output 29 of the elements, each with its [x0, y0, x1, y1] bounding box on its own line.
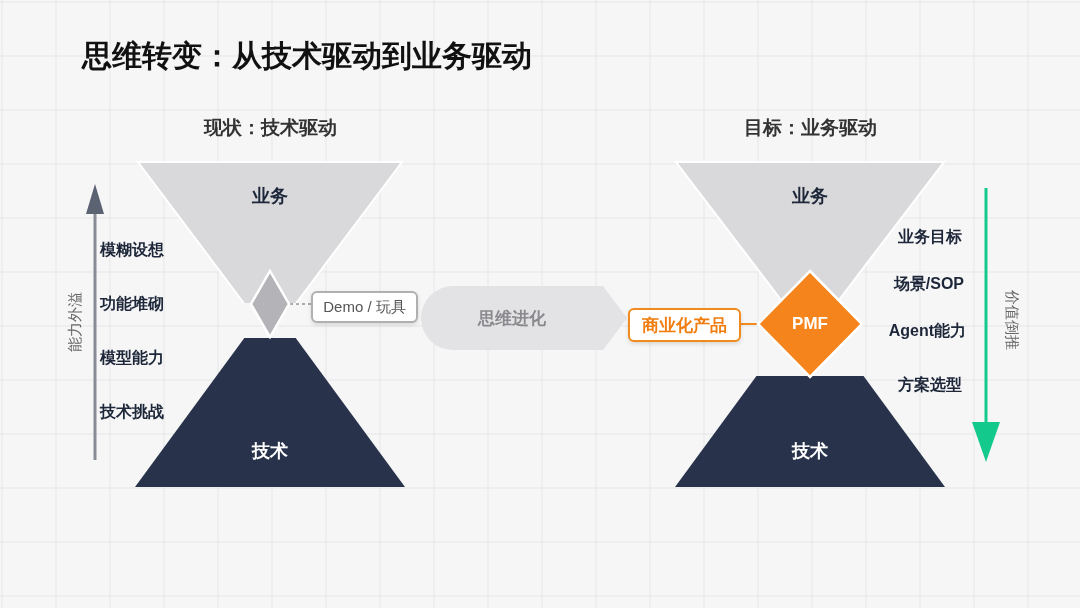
level-label: 模型能力	[100, 347, 164, 368]
callout-box	[628, 308, 741, 342]
diamond	[250, 270, 290, 338]
shape-label: 业务	[791, 185, 829, 208]
shape-label: 技术	[790, 440, 829, 463]
axis-label: 价值倒推	[1002, 290, 1021, 350]
level-label: 技术挑战	[100, 401, 164, 422]
callout-text: 商业化产品	[641, 314, 728, 337]
axis-label: 能力外溢	[65, 292, 84, 352]
level-label: 场景/SOP	[893, 273, 964, 294]
edge-label: 思维进化	[478, 307, 546, 330]
diamond	[757, 270, 863, 378]
callout-text: Demo / 玩具	[322, 297, 407, 317]
level-label: 业务目标	[898, 226, 962, 247]
level-label: 方案选型	[898, 374, 962, 395]
shape-label: 技术	[250, 440, 289, 463]
triangle	[675, 376, 945, 487]
section-heading: 现状：技术驱动	[203, 116, 337, 140]
title: 思维转变：从技术驱动到业务驱动	[82, 38, 532, 74]
shape-label: 业务	[251, 185, 289, 208]
callout-box	[311, 291, 418, 323]
block-arrow	[421, 286, 627, 350]
shape-label: PMF	[791, 314, 829, 334]
connector-line	[740, 323, 758, 325]
leader-line	[289, 303, 312, 305]
level-label: 功能堆砌	[100, 293, 164, 314]
section-heading: 目标：业务驱动	[743, 116, 877, 140]
level-label: 模糊设想	[100, 239, 164, 260]
level-label: Agent能力	[888, 320, 966, 341]
